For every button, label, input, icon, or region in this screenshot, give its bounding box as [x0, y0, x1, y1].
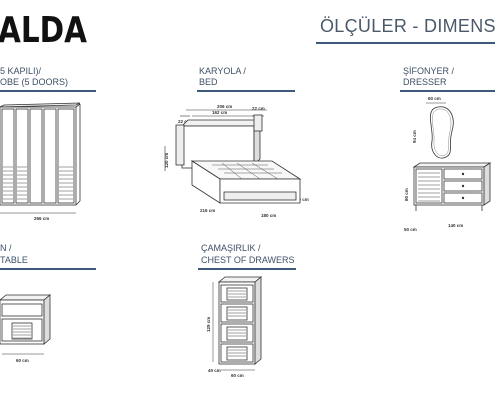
dresser-label-line1: ŞİFONYER / [403, 66, 455, 76]
chest-height-dim: 129 cm [206, 317, 211, 332]
wardrobe-label-line2: OBE (5 DOORS) [0, 77, 69, 87]
wardrobe-underline [0, 90, 96, 92]
chest-label-line2: CHEST OF DRAWERS [201, 255, 295, 265]
chest-label-line1: ÇAMAŞIRLIK / [201, 243, 261, 253]
bed-top-right-dim: 22 cm [252, 106, 265, 111]
dresser-depth-dim: 50 cm [404, 227, 417, 232]
wardrobe-label-line1: 5 KAPILI)/ [0, 66, 42, 76]
wardrobe-drawing: 266 cm [0, 102, 81, 221]
nightstand-width-dim: 60 cm [16, 358, 29, 363]
bed-drawing: 206 cm 162 cm 22 cm 22 cm 120 cm 216 cm … [164, 104, 309, 218]
bed-height-dim: 120 cm [164, 153, 169, 168]
bed-label-line1: KARYOLA / [199, 66, 246, 76]
mirror-shape [430, 106, 454, 159]
dresser-mirror-height-dim: 94 cm [412, 130, 417, 143]
nightstand-label-line2: TABLE [0, 255, 28, 265]
bed-top-left-dim: 22 cm [178, 119, 191, 124]
nightstand-label-line1: N / [0, 243, 12, 253]
dresser-width-dim: 140 cm [448, 223, 463, 228]
bed-width-dim: 180 cm [261, 213, 276, 218]
bed-top-outer-dim: 206 cm [217, 104, 232, 109]
chest-drawing: 129 cm 40 cm 60 cm [206, 276, 263, 378]
bed-top-inner-dim: 162 cm [212, 110, 227, 115]
wardrobe-width-dim: 266 cm [34, 216, 49, 221]
dresser-underline [400, 90, 495, 92]
bed-label-line2: BED [199, 77, 218, 87]
dimensions-title: ÖLÇÜLER - DIMENSI [320, 16, 495, 36]
nightstand-underline [0, 268, 96, 270]
chest-depth-dim: 40 cm [208, 368, 221, 373]
dimensions-underline [316, 42, 495, 44]
brand-title: ALDA [0, 10, 88, 51]
chest-underline [198, 268, 296, 270]
chest-width-dim: 60 cm [231, 373, 244, 378]
dresser-drawing: 60 cm 94 cm 80 cm 50 cm 140 cm [404, 96, 492, 232]
bed-side-dim: 30 cm [296, 197, 309, 202]
bed-depth-dim: 216 cm [200, 208, 215, 213]
nightstand-drawing: 60 cm [0, 294, 52, 363]
dresser-mirror-width-dim: 60 cm [428, 96, 441, 101]
bed-underline [197, 90, 295, 92]
dresser-label-line2: DRESSER [403, 77, 447, 87]
dresser-height-dim: 80 cm [404, 188, 409, 201]
